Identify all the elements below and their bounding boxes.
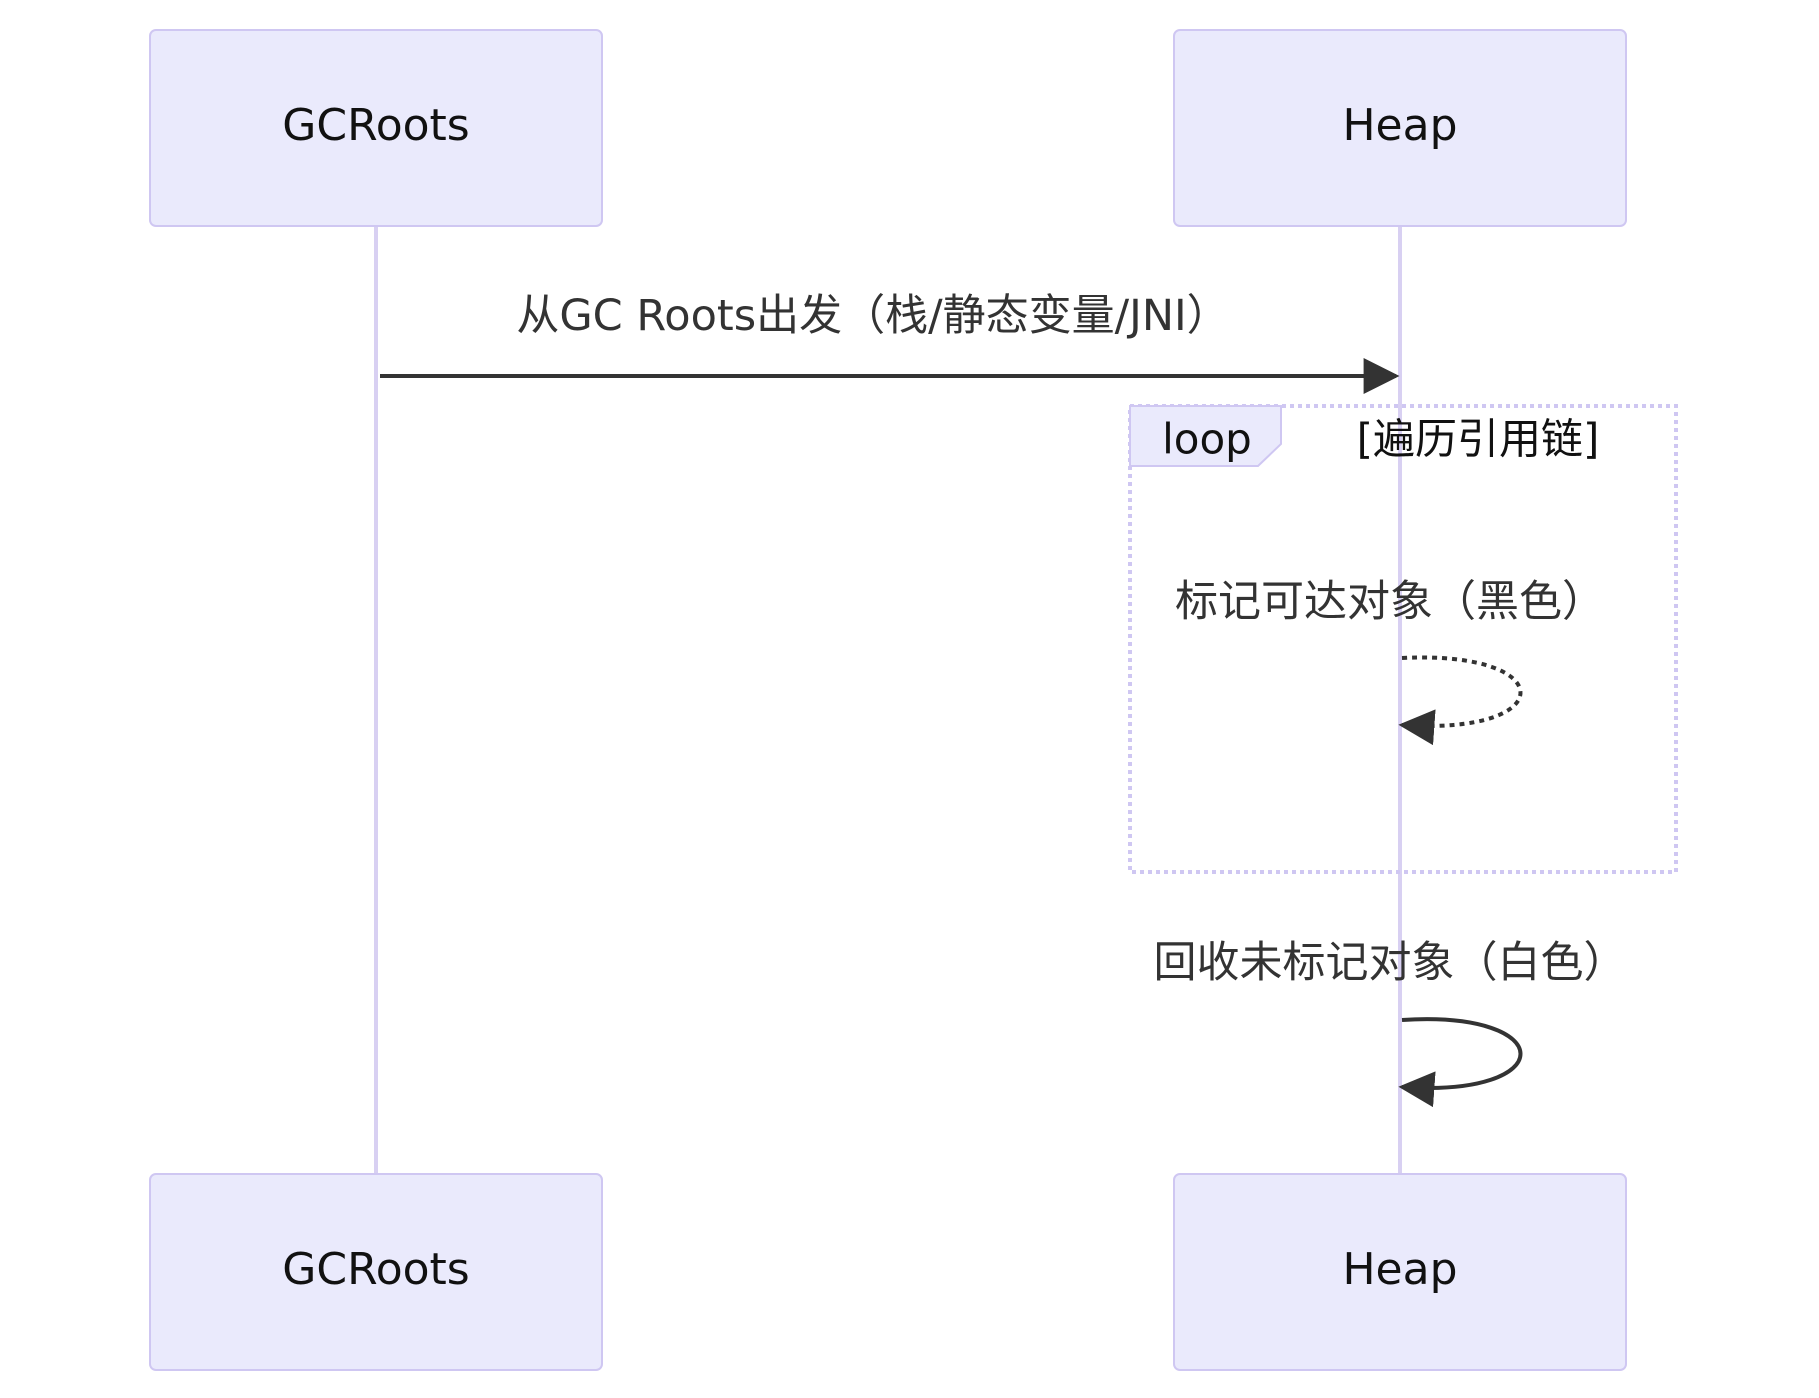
message-label: 标记可达对象（黑色）	[1175, 577, 1605, 627]
actor-heap-bottom: Heap	[1173, 1173, 1627, 1371]
actor-heap-top: Heap	[1173, 29, 1627, 227]
self-message-arrow	[1398, 1017, 1523, 1108]
actor-label: Heap	[1342, 1244, 1457, 1295]
actor-label: GCRoots	[282, 100, 469, 151]
actor-gcroots-top: GCRoots	[149, 29, 603, 227]
actor-gcroots-bottom: GCRoots	[149, 1173, 603, 1371]
message-label: 从GC Roots出发（栈/静态变量/JNI）	[516, 291, 1229, 341]
loop-condition: [遍历引用链]	[1357, 415, 1600, 464]
message-label: 回收未标记对象（白色）	[1154, 938, 1627, 988]
self-message-arrow	[1398, 655, 1523, 746]
actor-label: GCRoots	[282, 1244, 469, 1295]
actor-label: Heap	[1342, 100, 1457, 151]
loop-block: loop [遍历引用链]	[1128, 404, 1678, 874]
loop-label: loop	[1162, 415, 1252, 464]
